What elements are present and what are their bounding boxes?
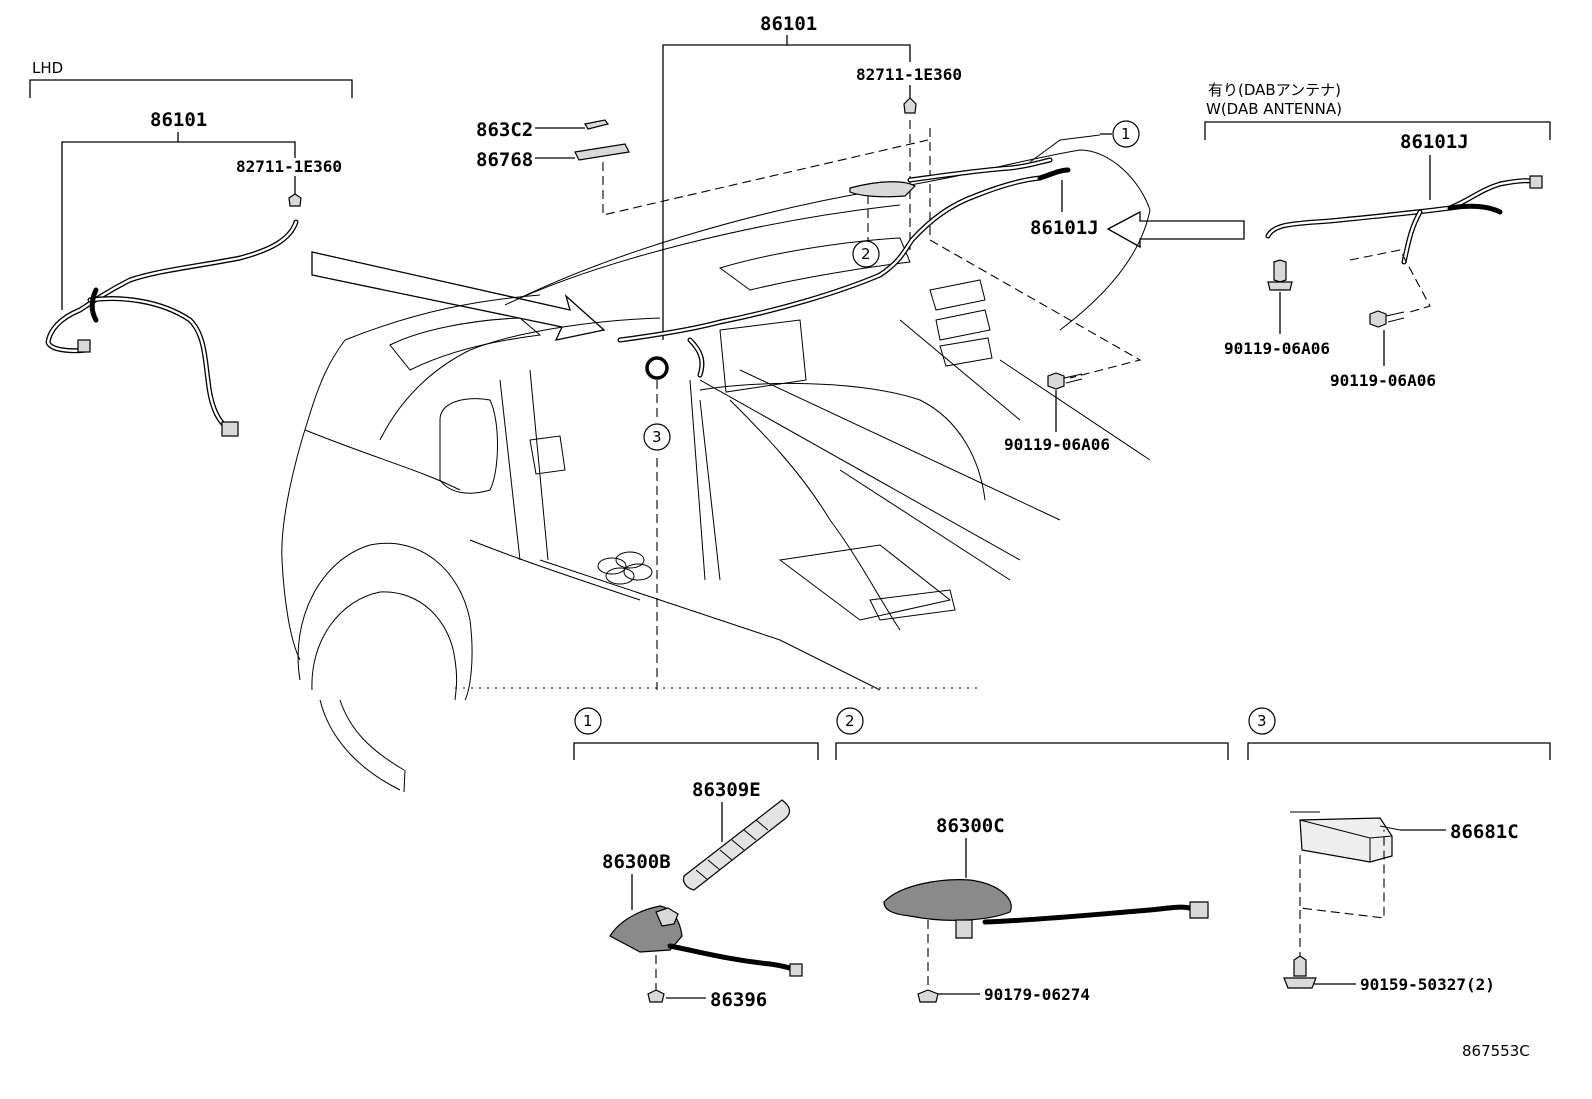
callout-1: 1 (1100, 120, 1140, 148)
lhd-clip-part (288, 193, 302, 207)
s3-screw-label: 90159-50327(2) (1360, 975, 1495, 994)
roof-harness (617, 134, 1101, 380)
s1-antenna-rod (682, 799, 791, 891)
vehicle-outline (281, 149, 1151, 793)
s2-antenna-label: 86300C (936, 815, 1005, 837)
side-mirror (439, 398, 498, 494)
dab-bolt-2-icon (1369, 310, 1387, 328)
section-1: 1 86309E 86300B 86396 (573, 707, 819, 1011)
label-86768: 86768 (476, 149, 533, 171)
lhd-harness-label: 86101 (150, 109, 207, 131)
section-2: 2 86300C 90179-06274 (835, 707, 1229, 1004)
main-clip-part (903, 97, 917, 114)
s3-screw-icon (1293, 955, 1307, 977)
part-86768 (574, 143, 630, 161)
lhd-connector (221, 421, 239, 437)
s2-antenna-base (883, 879, 1012, 921)
lhd-group: LHD 86101 82711-1E360 (29, 59, 353, 437)
center-bolt: 90119-06A06 (1004, 372, 1110, 454)
center-display (719, 319, 807, 393)
lhd-harness-wire-b (87, 296, 233, 433)
dab-title-jp: 有り(DABアンテナ) (1208, 81, 1341, 99)
bolt-icon (1047, 372, 1065, 390)
svg-text:1: 1 (583, 712, 593, 730)
callout-3: 3 (643, 423, 671, 451)
label-863c2: 863C2 (476, 119, 533, 141)
dab-bolt-1-icon (1273, 259, 1287, 283)
antenna-amplifier-location (645, 356, 669, 380)
s3-amplifier (1299, 817, 1393, 863)
diagram-code: 867553C (1462, 1042, 1530, 1060)
part-863c2 (584, 119, 610, 130)
s1-nut-label: 86396 (710, 989, 767, 1011)
s2-nut-label: 90179-06274 (984, 985, 1090, 1004)
main-clip-label: 82711-1E360 (856, 65, 962, 84)
svg-text:2: 2 (845, 712, 855, 730)
s1-nut-icon (647, 989, 665, 1003)
main-harness-label: 86101 (760, 13, 817, 35)
antenna-base-roof (849, 181, 916, 198)
dab-group: 有り(DABアンテナ) W(DAB ANTENNA) 86101J 90119-… (1204, 81, 1551, 390)
lhd-bracket (29, 79, 353, 98)
main-harness-group: 86101 82711-1E360 863C2 86768 (476, 13, 962, 340)
dab-harness-reference: 86101J (1030, 180, 1245, 249)
dab-harness-ref-label: 86101J (1030, 217, 1099, 239)
dab-bolt-1-label: 90119-06A06 (1224, 339, 1330, 358)
lhd-connector-2 (77, 339, 91, 353)
pointer-arrow-right (1106, 210, 1245, 249)
lhd-harness-wire-a (45, 219, 299, 354)
section-3: 3 86681C 90159-50327(2) (1247, 707, 1551, 994)
lhd-clip-label: 82711-1E360 (236, 157, 342, 176)
wheel-arch (297, 542, 473, 701)
callout-2: 2 (852, 240, 880, 268)
s1-rod-label: 86309E (692, 779, 761, 801)
svg-text:1: 1 (1121, 125, 1131, 143)
s1-antenna-label: 86300B (602, 851, 671, 873)
s2-nut-icon (917, 989, 939, 1003)
dab-harness-label: 86101J (1400, 131, 1469, 153)
center-bolt-label: 90119-06A06 (1004, 435, 1110, 454)
svg-text:2: 2 (861, 245, 871, 263)
svg-text:3: 3 (1257, 712, 1267, 730)
s3-amp-label: 86681C (1450, 821, 1519, 843)
dab-bolt-2-label: 90119-06A06 (1330, 371, 1436, 390)
lhd-title: LHD (32, 59, 63, 77)
dashed-routing (602, 120, 1142, 690)
dab-bracket (1204, 121, 1551, 140)
pointer-arrow-left (311, 251, 606, 341)
dab-title-en: W(DAB ANTENNA) (1206, 100, 1342, 118)
svg-text:3: 3 (652, 428, 662, 446)
